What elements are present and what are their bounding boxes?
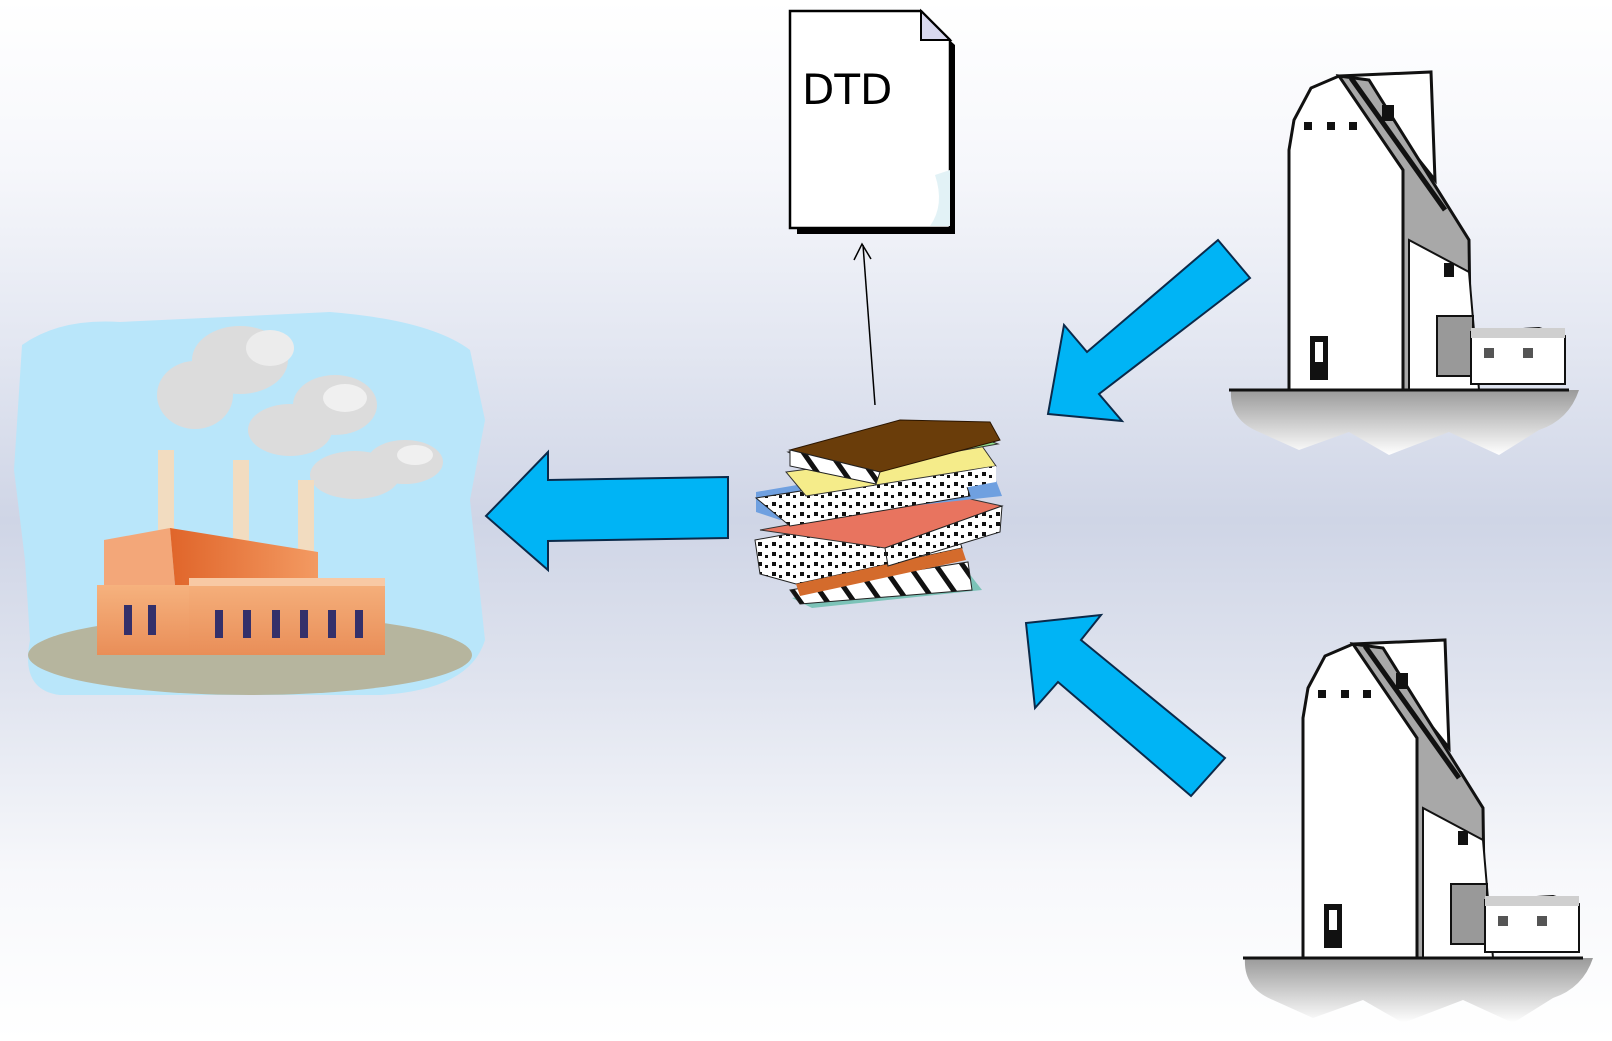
arrow-to-dtd (853, 242, 876, 406)
arrow-from-top-elevator (1046, 238, 1252, 423)
factory-icon (14, 312, 485, 695)
arrow-to-factory (484, 449, 729, 573)
grain-elevator-icon (1243, 638, 1593, 1023)
book-stack-icon (754, 419, 1004, 608)
grain-elevator-icon (1229, 70, 1579, 455)
dtd-label: DTD (802, 65, 892, 114)
arrow-from-bottom-elevator (1024, 613, 1227, 798)
document-icon: DTD (788, 8, 955, 234)
